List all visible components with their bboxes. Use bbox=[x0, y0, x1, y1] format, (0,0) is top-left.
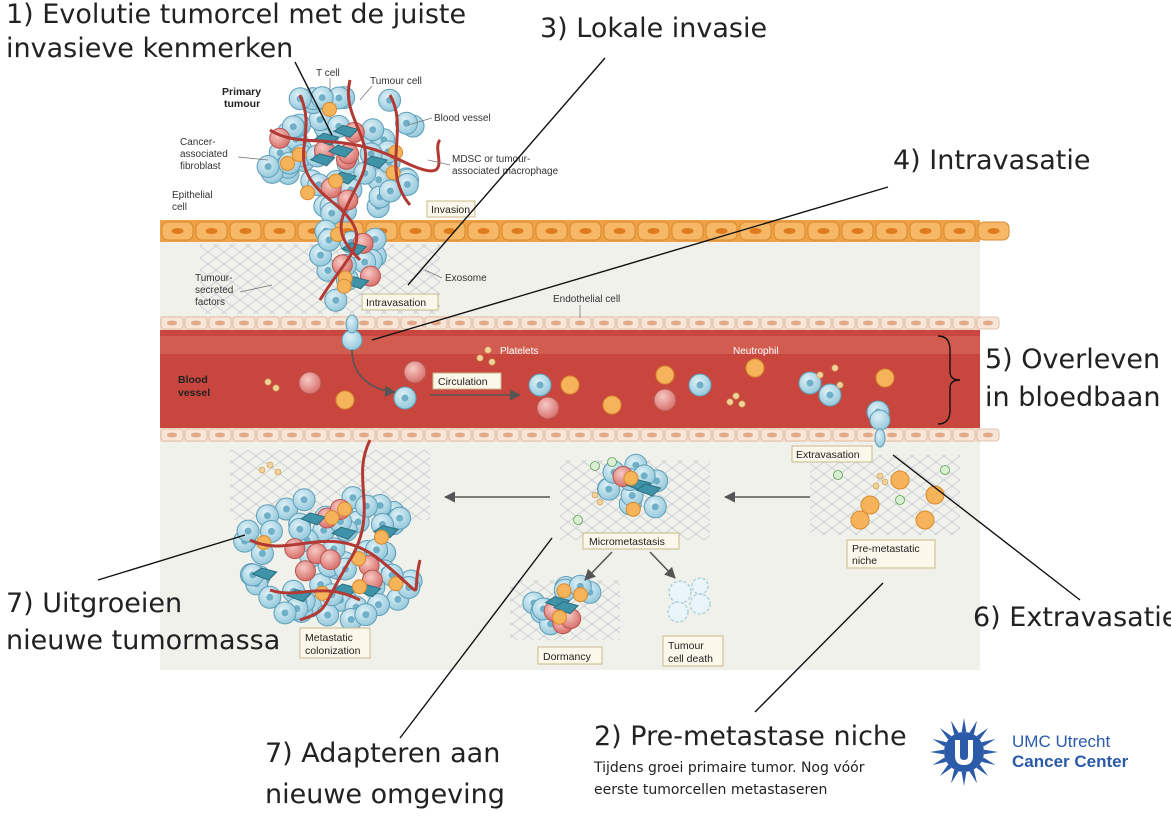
caption-step4: 4) Intravasatie bbox=[893, 145, 1091, 176]
label-epithelial-2: cell bbox=[172, 202, 187, 213]
pre-metastatic-niche-cells bbox=[258, 457, 950, 530]
logo-line2: Cancer Center bbox=[1012, 752, 1129, 771]
label-pre-niche-2: niche bbox=[852, 555, 877, 567]
dormancy-cluster bbox=[522, 574, 602, 636]
endothelium-top bbox=[160, 316, 1000, 330]
caption-step6: 6) Extravasatie bbox=[973, 602, 1171, 633]
label-exosome: Exosome bbox=[445, 273, 487, 284]
caption-step1-line1: 1) Evolutie tumorcel met de juiste bbox=[6, 0, 467, 30]
label-neutrophil: Neutrophil bbox=[733, 346, 779, 357]
caption-step3: 3) Lokale invasie bbox=[540, 13, 768, 44]
label-platelets: Platelets bbox=[500, 346, 538, 357]
label-circulation: Circulation bbox=[438, 376, 488, 388]
process-arrows bbox=[351, 349, 810, 581]
label-invasion: Invasion bbox=[431, 204, 470, 216]
label-primary-tumour-1: Primary bbox=[222, 86, 261, 98]
label-metastatic-2: colonization bbox=[305, 645, 361, 657]
label-blood-vessel-1: Blood bbox=[178, 374, 208, 386]
caption-step1-line2: invasieve kenmerken bbox=[6, 33, 294, 64]
primary-tumour-cluster bbox=[256, 86, 425, 312]
logo-line1: UMC Utrecht bbox=[1012, 732, 1111, 751]
caption-step5-line2: in bloedbaan bbox=[985, 382, 1161, 413]
label-caf-3: fibroblast bbox=[180, 161, 221, 172]
caption-step2-note-line2: eerste tumorcellen metastaseren bbox=[594, 782, 828, 798]
label-tsf-2: secreted bbox=[195, 285, 233, 296]
label-t-cell: T cell bbox=[316, 68, 340, 79]
caption-step7b-line1: 7) Adapteren aan bbox=[265, 738, 501, 769]
label-death-2: cell death bbox=[668, 653, 713, 665]
label-primary-tumour-2: tumour bbox=[224, 98, 260, 110]
label-micrometastasis: Micrometastasis bbox=[589, 536, 665, 548]
label-mdsc-1: MDSC or tumour- bbox=[452, 154, 530, 165]
caption-leader-lines bbox=[97, 57, 1081, 739]
label-epithelial-1: Epithelial bbox=[172, 190, 213, 201]
caption-step7a-line1: 7) Uitgroeien bbox=[6, 588, 183, 619]
label-dormancy: Dormancy bbox=[543, 651, 592, 663]
label-intravasation: Intravasation bbox=[366, 297, 426, 309]
tumour-blood-vessels bbox=[249, 79, 442, 622]
micrometastasis-cluster bbox=[596, 453, 669, 519]
endothelium-bottom bbox=[160, 428, 1000, 442]
umc-logo-mark bbox=[930, 718, 998, 786]
caption-step2-note-line1: Tijdens groei primaire tumor. Nog vóór bbox=[594, 760, 865, 776]
label-caf-1: Cancer- bbox=[180, 137, 216, 148]
figure-label-boxes bbox=[299, 200, 936, 667]
caption-step5-line1: 5) Overleven bbox=[985, 344, 1161, 375]
label-metastatic-1: Metastatic bbox=[305, 632, 353, 644]
figure-label-leaders bbox=[237, 78, 581, 318]
label-pre-niche-1: Pre-metastatic bbox=[852, 543, 920, 555]
label-tsf-3: factors bbox=[195, 297, 225, 308]
label-extravasation: Extravasation bbox=[796, 449, 860, 461]
label-tumour-cell: Tumour cell bbox=[370, 76, 422, 87]
blood-vessel-highlight bbox=[160, 336, 980, 354]
tumour-cell-death-cells bbox=[667, 577, 711, 623]
caption-step7a-line2: nieuwe tumormassa bbox=[6, 625, 281, 656]
label-endothelial: Endothelial cell bbox=[553, 294, 620, 305]
label-tsf-1: Tumour- bbox=[195, 273, 232, 284]
label-blood-vessel-top: Blood vessel bbox=[434, 113, 491, 124]
caption-step7b-line2: nieuwe omgeving bbox=[265, 779, 505, 810]
caption-step2: 2) Pre-metastase niche bbox=[594, 721, 907, 752]
label-blood-vessel-2: vessel bbox=[178, 387, 210, 399]
epithelial-layer bbox=[160, 220, 1010, 242]
label-death-1: Tumour bbox=[668, 640, 704, 652]
label-mdsc-2: associated macrophage bbox=[452, 166, 559, 177]
label-caf-2: associated bbox=[180, 149, 228, 160]
